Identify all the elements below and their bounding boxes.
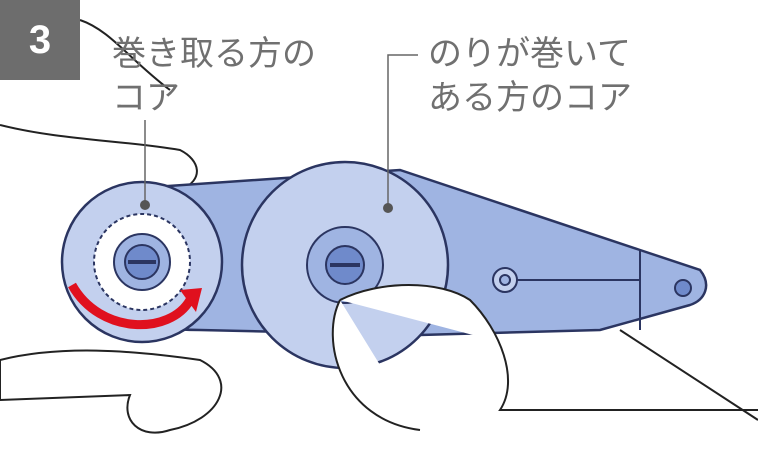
finger-bottom-right (331, 284, 758, 431)
thumb-left (0, 124, 198, 191)
step-number-badge: 3 (0, 0, 80, 80)
tip-roller (674, 279, 692, 297)
rotation-arrow (68, 282, 194, 330)
hand-outline-top (79, 19, 171, 91)
finger-bottom-left (0, 349, 223, 434)
take-up-core-label: 巻き取る方の コア (112, 34, 316, 118)
glue-core-label: のりが巻いて ある方のコア (428, 34, 632, 118)
leader-line-right (387, 54, 418, 208)
